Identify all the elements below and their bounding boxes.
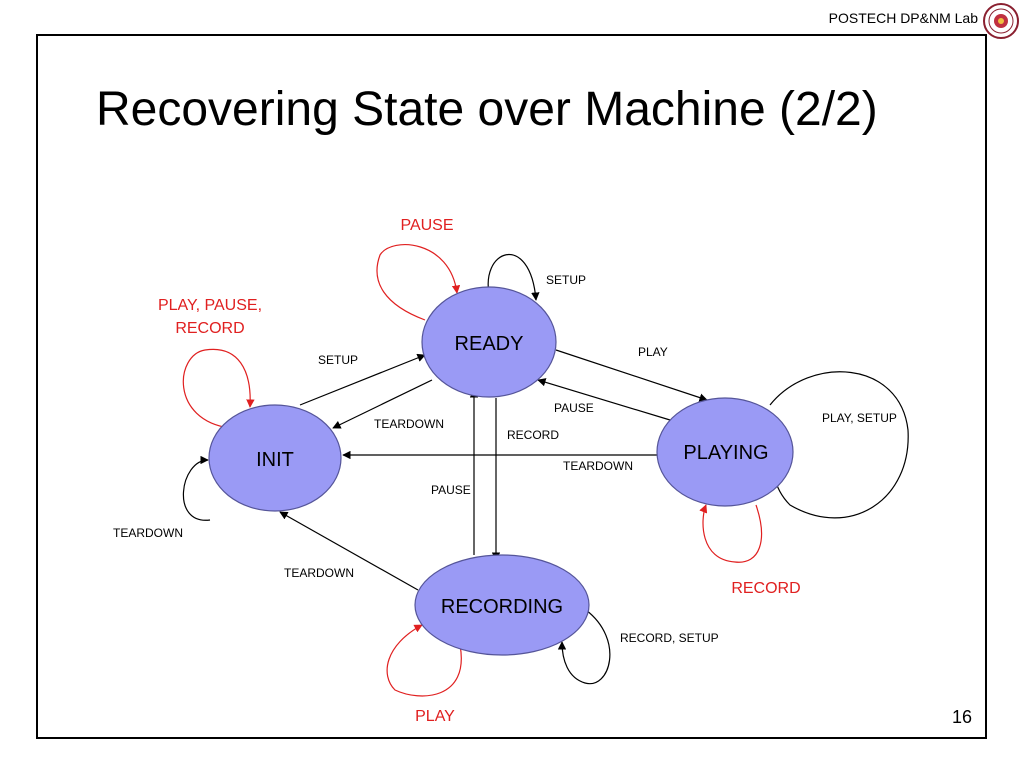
label-init-self-error-line2: RECORD <box>175 320 244 337</box>
state-recording <box>414 554 590 656</box>
loop-init-error <box>182 348 255 429</box>
loop-init-teardown <box>182 455 211 521</box>
slide-frame <box>36 34 987 739</box>
loop-playing-setup <box>769 371 909 519</box>
loop-recording-play-error <box>386 624 462 697</box>
arrow-playing-to-ready <box>537 378 671 421</box>
label-playing-self: PLAY, SETUP <box>822 411 897 425</box>
label-recording-self: RECORD, SETUP <box>620 631 719 645</box>
label-playing-to-ready: PAUSE <box>554 401 594 415</box>
label-init-to-ready: SETUP <box>318 353 358 367</box>
state-playing-label: PLAYING <box>683 442 768 464</box>
label-init-self-error-line1: PLAY, PAUSE, <box>158 297 262 314</box>
state-ready <box>421 286 557 398</box>
page-number: 16 <box>951 707 972 727</box>
state-ready-label: READY <box>455 333 524 355</box>
label-ready-to-init: TEARDOWN <box>374 417 444 431</box>
state-recording-label: RECORDING <box>441 596 563 618</box>
label-ready-to-recording: RECORD <box>507 428 559 442</box>
slide-title: Recovering State over Machine (2/2) <box>96 83 878 136</box>
arrow-recording-to-init <box>279 511 419 591</box>
loop-ready-setup <box>487 254 540 301</box>
label-playing-self-error: RECORD <box>731 580 800 597</box>
label-ready-self-setup: SETUP <box>546 273 586 287</box>
arrow-ready-to-playing <box>555 349 708 402</box>
label-playing-to-init: TEARDOWN <box>563 459 633 473</box>
state-init <box>208 404 342 512</box>
state-init-label: INIT <box>256 449 294 471</box>
label-ready-to-playing: PLAY <box>638 345 668 359</box>
label-recording-self-error: PLAY <box>415 708 455 725</box>
label-init-self-teardown: TEARDOWN <box>113 526 183 540</box>
university-seal-logo <box>983 3 1019 39</box>
label-recording-to-ready: PAUSE <box>431 483 471 497</box>
loop-recording-setup <box>557 609 611 685</box>
arrow-ready-to-init <box>332 379 433 429</box>
lab-name: POSTECH DP&NM Lab <box>828 10 978 26</box>
arrow-init-to-ready <box>299 353 426 406</box>
label-recording-to-init: TEARDOWN <box>284 566 354 580</box>
label-ready-self-pause-error: PAUSE <box>400 217 453 234</box>
loop-ready-pause-error <box>376 244 461 321</box>
state-playing <box>656 397 794 507</box>
loop-playing-record-error <box>699 504 763 563</box>
